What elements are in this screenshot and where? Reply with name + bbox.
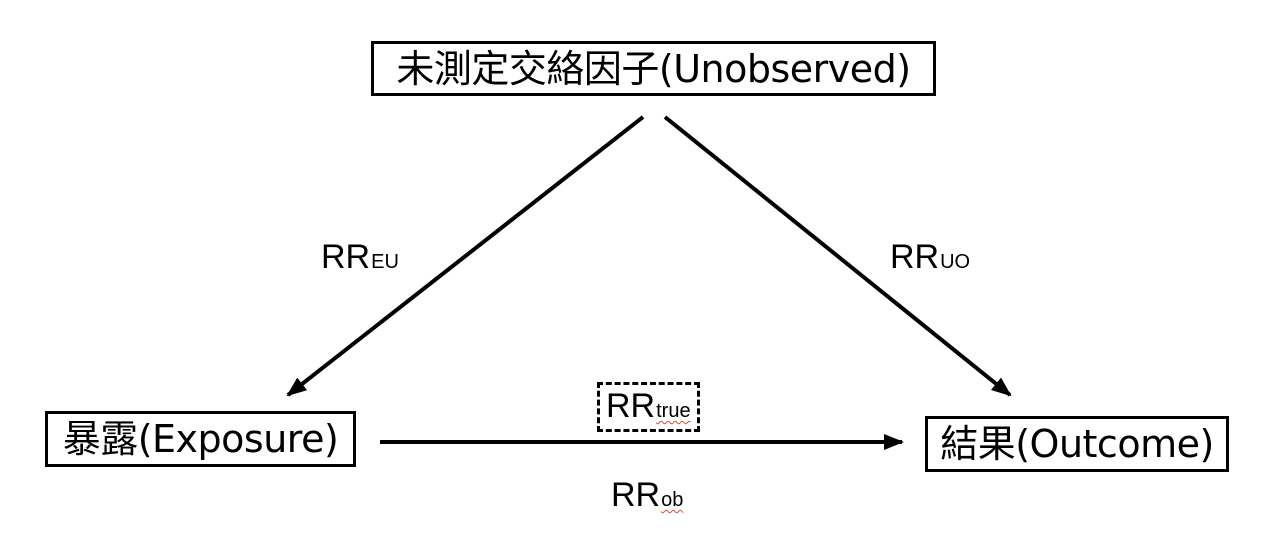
edge-label-rr-eu: RREU (321, 240, 399, 274)
rr-eu-sub: EU (371, 251, 399, 273)
node-outcome-label: 結果(Outcome) (940, 422, 1214, 466)
edge-label-rr-ob: RRob (611, 478, 683, 512)
edge-label-rr-uo: RRUO (890, 240, 970, 274)
arrow-unobserved-to-exposure (286, 115, 645, 397)
node-unobserved-label: 未測定交絡因子(Unobserved) (396, 46, 911, 91)
node-unobserved-confounder: 未測定交絡因子(Unobserved) (371, 41, 936, 96)
rr-true-sub: true (656, 400, 691, 422)
rr-true-main: RR (606, 387, 656, 425)
node-exposure-label: 暴露(Exposure) (62, 417, 339, 461)
node-outcome: 結果(Outcome) (925, 416, 1229, 472)
rr-eu-main: RR (321, 238, 371, 276)
node-exposure: 暴露(Exposure) (45, 411, 356, 467)
edge-label-rr-true: RRtrue (597, 382, 700, 432)
rr-ob-sub: ob (661, 489, 684, 511)
rr-ob-main: RR (611, 476, 661, 514)
rr-uo-sub: UO (940, 251, 971, 273)
arrow-unobserved-to-outcome (663, 115, 1012, 397)
rr-uo-main: RR (890, 238, 940, 276)
